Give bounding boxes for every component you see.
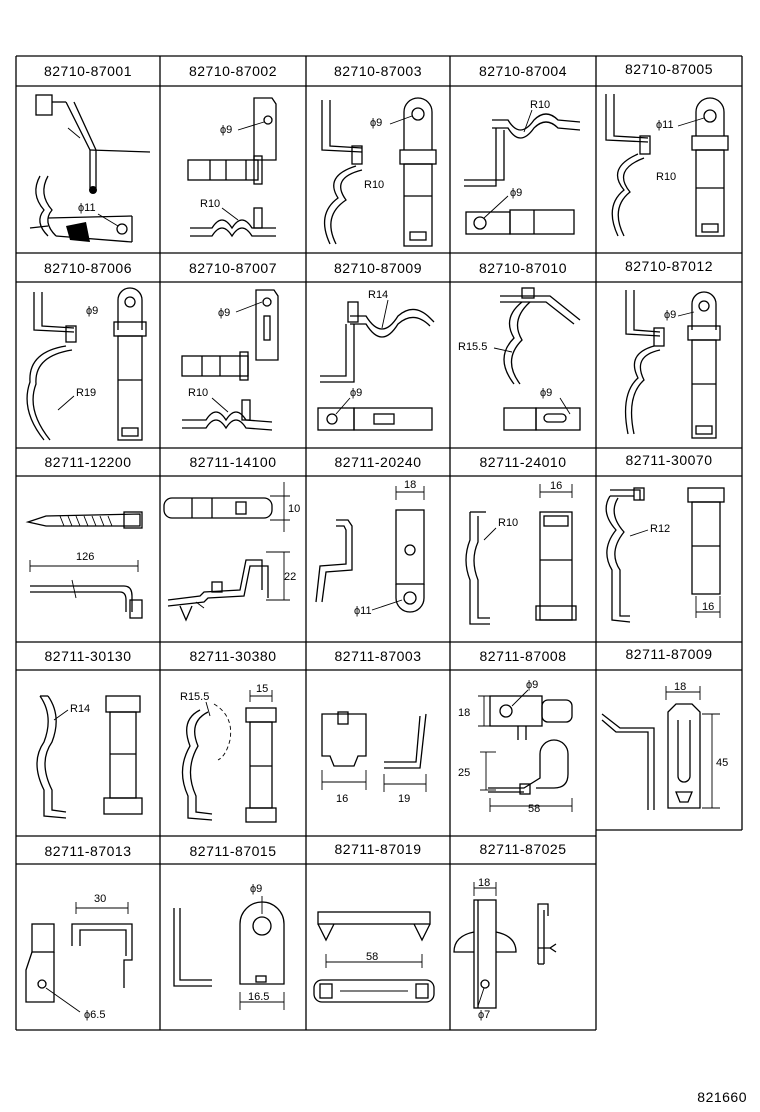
dimension-label: ϕ6.5 — [84, 1009, 105, 1021]
dimension-label: 10 — [288, 503, 300, 515]
part-codes: 82710-87001 82710-87002 82710-87003 8271… — [44, 61, 713, 859]
dimension-label: R14 — [70, 703, 90, 715]
part-drawing-82711-20240: 18 ϕ11 — [315, 479, 425, 617]
part-drawing-82711-87008: ϕ9 18 25 58 — [458, 679, 573, 815]
part-drawing-82711-87025: 18 ϕ7 — [453, 877, 557, 1021]
part-code: 82711-87009 — [626, 646, 713, 662]
part-drawing-82710-87005: ϕ11 R10 — [605, 94, 729, 237]
part-drawing-82710-87009: R14 ϕ9 — [317, 289, 435, 431]
dimension-label: 126 — [76, 551, 94, 563]
part-drawing-82710-87003: ϕ9 R10 — [321, 97, 437, 247]
dimension-label: 22 — [284, 571, 296, 583]
part-code: 82710-87006 — [44, 260, 132, 276]
part-code: 82710-87002 — [189, 63, 277, 79]
dimension-label: ϕ11 — [656, 119, 674, 131]
dimension-label: R15.5 — [458, 341, 487, 353]
dimension-label: 16 — [336, 793, 348, 805]
dimension-label: ϕ9 — [370, 117, 382, 129]
part-drawing-82711-30380: R15.5 15 — [180, 683, 277, 823]
part-code: 82710-87012 — [625, 258, 713, 274]
part-code: 82711-24010 — [480, 454, 567, 470]
part-code: 82711-87019 — [335, 841, 422, 857]
part-code: 82710-87009 — [334, 260, 422, 276]
part-code: 82711-87025 — [480, 841, 567, 857]
dimension-label: ϕ9 — [220, 124, 232, 136]
part-drawing-82711-87019: 58 — [313, 911, 435, 1003]
part-code: 82711-87015 — [190, 843, 277, 859]
dimension-label: R10 — [656, 171, 676, 183]
dimension-label: 19 — [398, 793, 410, 805]
dimension-label: R10 — [364, 179, 384, 191]
part-code: 82711-87013 — [45, 843, 132, 859]
dimension-label: R10 — [200, 198, 220, 210]
part-drawing-82711-87009: 18 45 — [601, 681, 728, 810]
part-drawing-82710-87010: R15.5 ϕ9 — [458, 287, 581, 431]
part-code: 82711-20240 — [335, 454, 422, 470]
dimension-label: 15 — [256, 683, 268, 695]
dimension-label: 16.5 — [248, 991, 269, 1003]
dimension-label: 16 — [702, 601, 714, 613]
part-code: 82711-30130 — [45, 648, 132, 664]
part-code: 82710-87004 — [479, 63, 567, 79]
dimension-label: 16 — [550, 480, 562, 492]
dimension-label: 58 — [366, 951, 378, 963]
part-drawing-82710-87002: ϕ9 R10 — [187, 97, 277, 238]
part-drawing-82711-30130: R14 — [36, 695, 143, 819]
dimension-label: 45 — [716, 757, 728, 769]
dimension-label: ϕ9 — [218, 307, 230, 319]
part-code: 82711-12200 — [45, 454, 132, 470]
dimension-label: ϕ7 — [478, 1009, 490, 1021]
dimension-label: R12 — [650, 523, 670, 535]
part-drawing-82711-30070: R12 16 — [605, 487, 725, 623]
dimension-label: R10 — [530, 99, 550, 111]
part-code: 82711-30380 — [190, 648, 277, 664]
grid-lines — [15, 55, 743, 1031]
dimension-label: 18 — [458, 707, 470, 719]
part-code: 82710-87003 — [334, 63, 422, 79]
part-drawing-82711-12200: 126 — [25, 511, 143, 619]
dimension-label: ϕ9 — [664, 309, 676, 321]
part-code: 82710-87001 — [44, 63, 132, 79]
part-code: 82710-87007 — [189, 260, 277, 276]
dimension-label: ϕ11 — [78, 202, 96, 214]
dimension-label: R15.5 — [180, 691, 209, 703]
part-drawing-82710-87004: R10 ϕ9 — [464, 99, 581, 235]
part-code: 82711-30070 — [626, 452, 713, 468]
part-drawing-82710-87007: ϕ9 R10 — [181, 289, 279, 431]
dimension-label: 30 — [94, 893, 106, 905]
dimension-label: 25 — [458, 767, 470, 779]
part-drawing-82711-87015: ϕ9 16.5 — [173, 883, 285, 1010]
dimension-label: 18 — [478, 877, 490, 889]
dimension-label: ϕ9 — [540, 387, 552, 399]
dimension-label: ϕ9 — [526, 679, 538, 691]
part-drawing-82710-87006: ϕ9 R19 — [26, 287, 147, 441]
part-drawing-82711-14100: 10 22 — [163, 482, 300, 622]
diagram-reference-number: 821660 — [697, 1089, 747, 1105]
dimension-label: R10 — [498, 517, 518, 529]
dimension-label: ϕ11 — [354, 605, 372, 617]
part-code: 82711-87008 — [480, 648, 567, 664]
dimension-label: R14 — [368, 289, 388, 301]
dimension-label: ϕ9 — [510, 187, 522, 199]
part-drawing-82710-87012: ϕ9 — [624, 290, 721, 439]
part-code: 82711-14100 — [190, 454, 277, 470]
dimension-label: ϕ9 — [250, 883, 262, 895]
part-code: 82710-87010 — [479, 260, 567, 276]
part-code: 82711-87003 — [335, 648, 422, 664]
part-drawing-82711-24010: R10 16 — [465, 480, 577, 625]
part-drawing-82710-87001: ϕ11 — [29, 94, 151, 243]
dimension-label: 58 — [528, 803, 540, 815]
dimension-label: 18 — [674, 681, 686, 693]
dimension-label: ϕ9 — [350, 387, 362, 399]
part-drawing-82711-87003: 16 19 — [321, 711, 427, 805]
dimension-label: R10 — [188, 387, 208, 399]
dimension-label: R19 — [76, 387, 96, 399]
dimension-label: 18 — [404, 479, 416, 491]
part-code: 82710-87005 — [625, 61, 713, 77]
dimension-label: ϕ9 — [86, 305, 98, 317]
part-drawing-82711-87013: ϕ6.5 30 — [25, 893, 133, 1021]
